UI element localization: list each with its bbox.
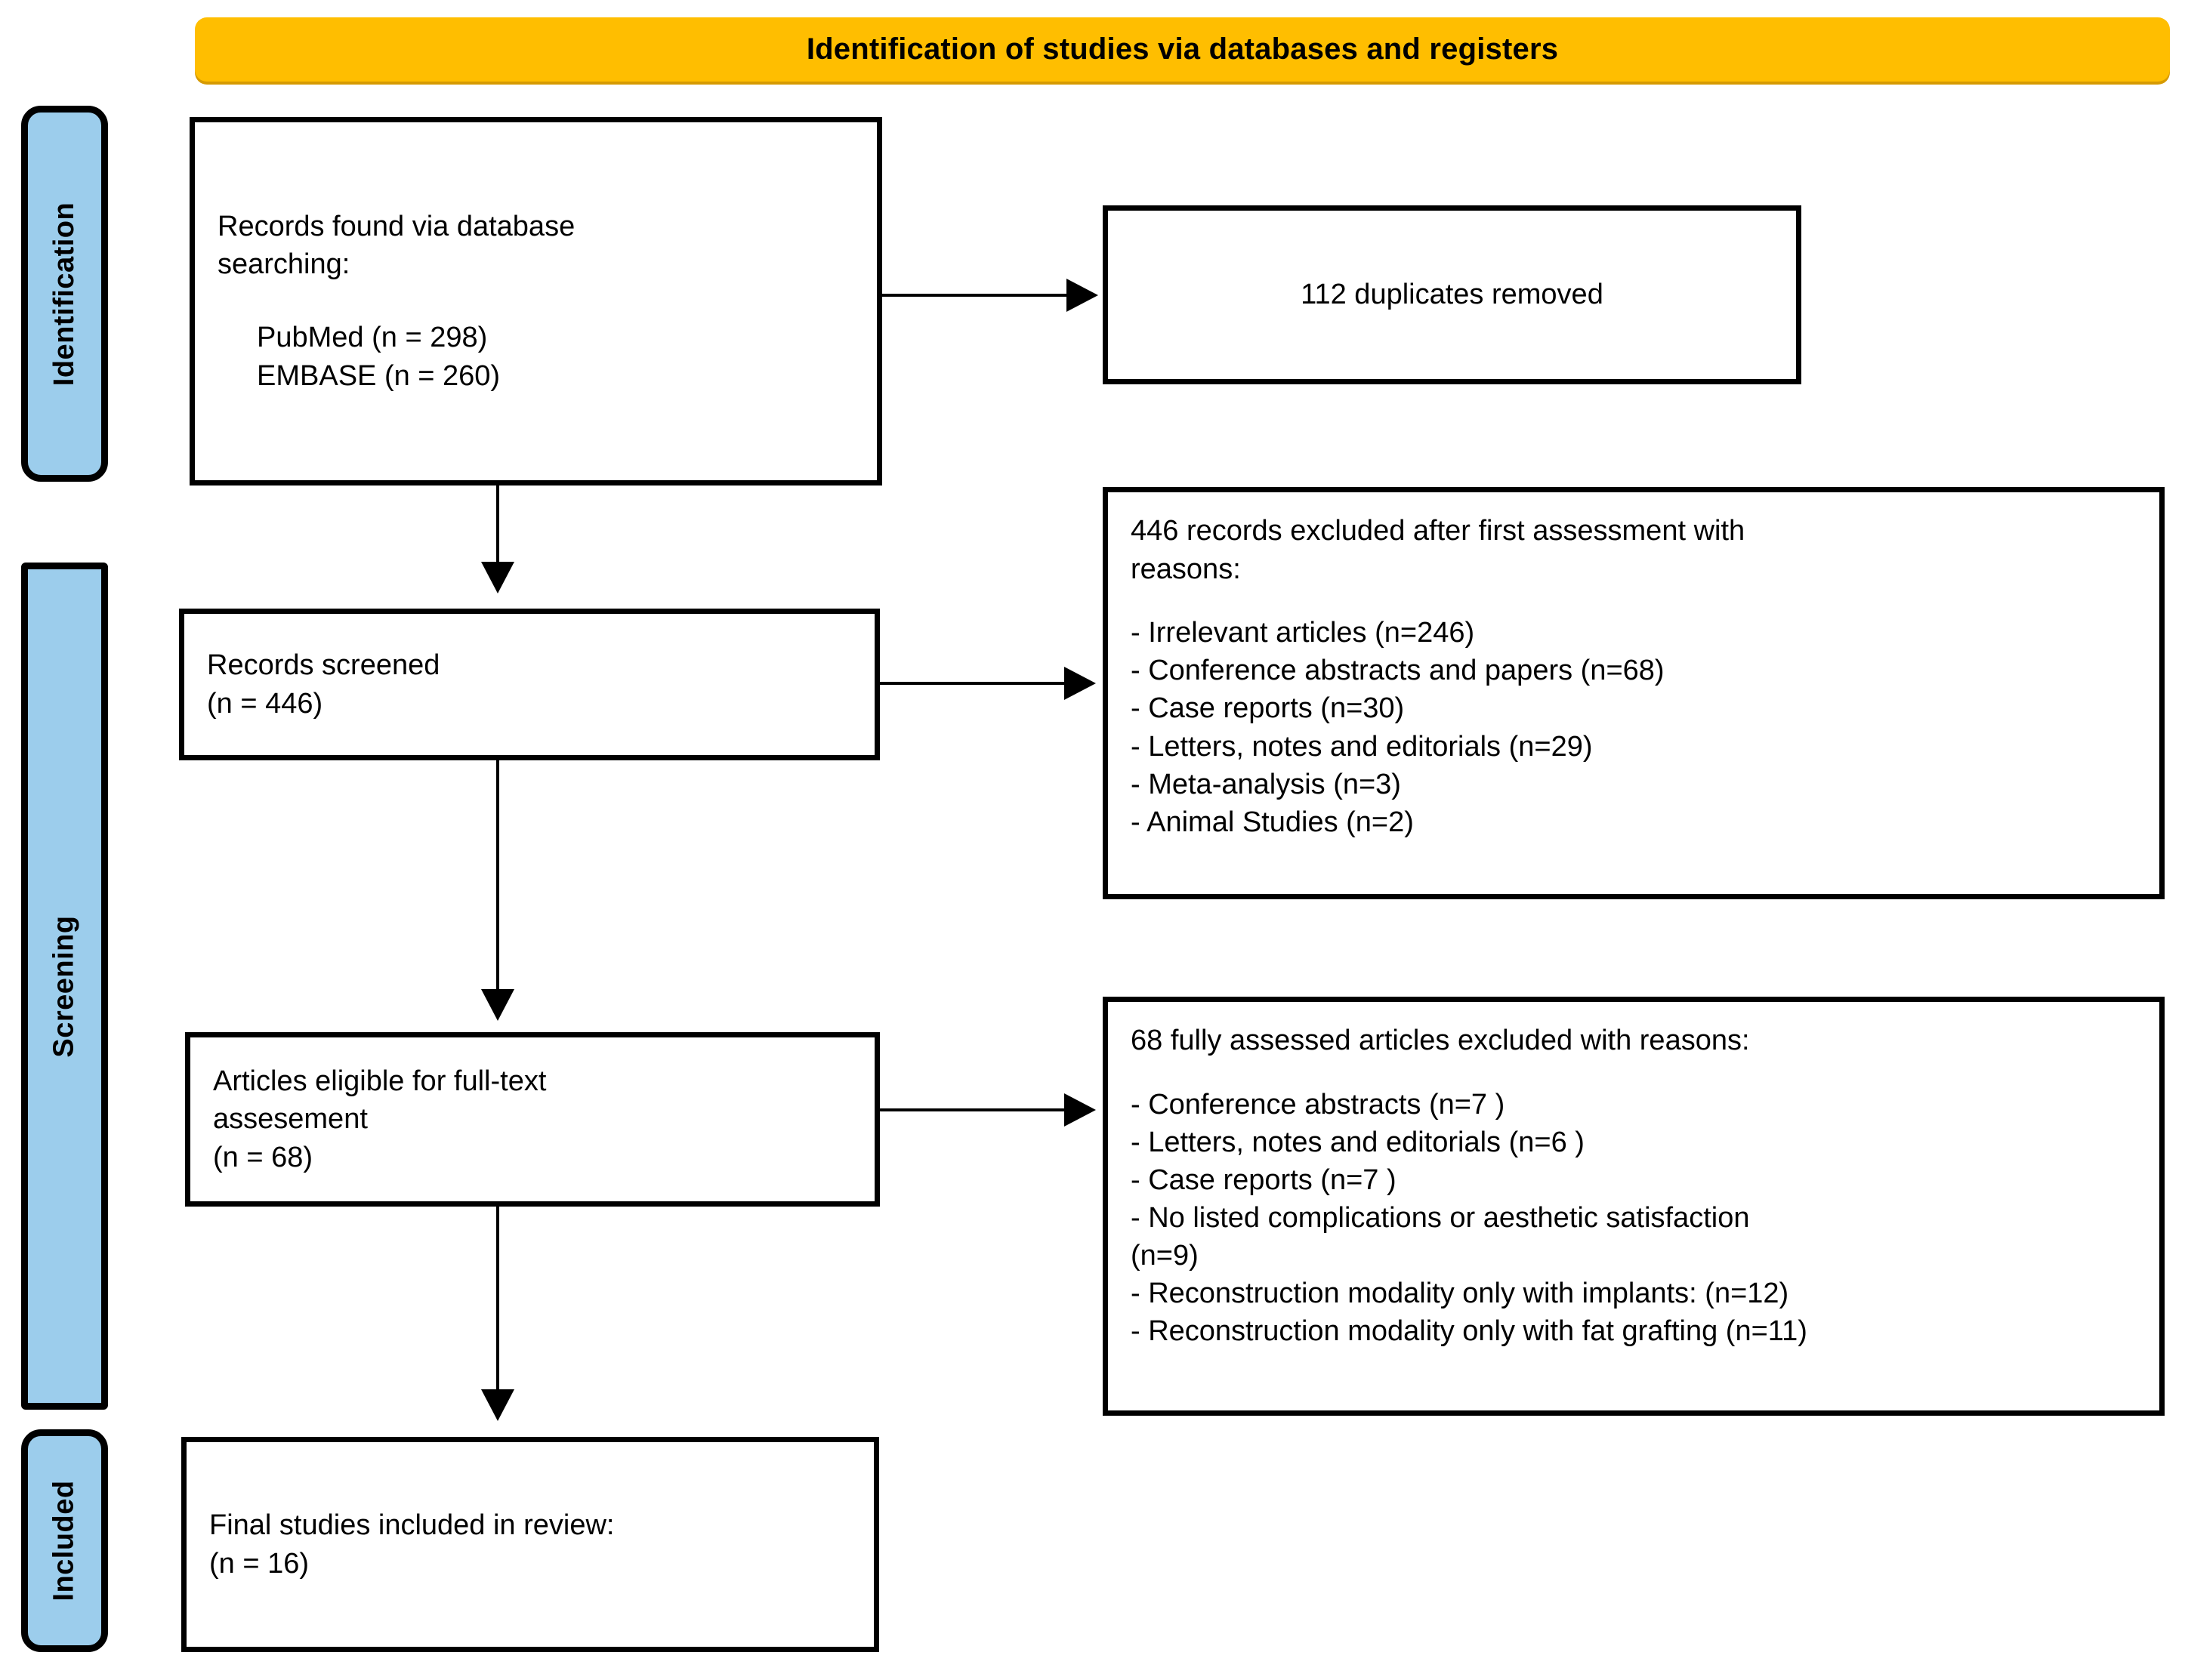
list-item: - Letters, notes and editorials (n=6 ) xyxy=(1131,1126,1585,1158)
box-final-included: Final studies included in review: (n = 1… xyxy=(181,1437,879,1652)
stage-label-identification-text: Identification xyxy=(48,202,81,386)
page-title: Identification of studies via databases … xyxy=(806,32,1559,66)
excluded-full-heading: 68 fully assessed articles excluded with… xyxy=(1131,1025,1750,1056)
connector-line-screened-to-eligible xyxy=(496,760,499,994)
eligible-line2: assesement xyxy=(213,1103,368,1136)
list-item: - Letters, notes and editorials (n=29) xyxy=(1131,730,1593,763)
stage-label-screening-text: Screening xyxy=(48,914,81,1058)
list-item: - Conference abstracts and papers (n=68) xyxy=(1131,655,1665,687)
box-excluded-full-text: 68 fully assessed articles excluded with… xyxy=(1103,997,2165,1416)
connector-line-found-to-duplicates xyxy=(882,294,1071,297)
diagram-header-banner: Identification of studies via databases … xyxy=(195,17,2170,82)
connector-arrow-eligible-to-excluded xyxy=(1064,1093,1096,1127)
list-item: - Case reports (n=7 ) xyxy=(1131,1164,1396,1196)
list-item: - Meta-analysis (n=3) xyxy=(1131,768,1401,800)
final-included-line1: Final studies included in review: xyxy=(209,1509,615,1541)
records-found-source-embase: EMBASE (n = 260) xyxy=(257,359,501,392)
list-item: - Reconstruction modality only with fat … xyxy=(1131,1315,1807,1348)
list-item: - Irrelevant articles (n=246) xyxy=(1131,617,1475,649)
connector-line-screened-to-excluded xyxy=(880,682,1069,685)
excluded-full-reasons-list: - Conference abstracts (n=7 ) - Letters,… xyxy=(1131,1086,2137,1351)
box-excluded-first-assessment: 446 records excluded after first assessm… xyxy=(1103,487,2165,899)
connector-line-eligible-to-excluded xyxy=(880,1108,1069,1111)
box-records-found: Records found via database searching: Pu… xyxy=(190,117,882,486)
excluded-first-heading-line2: reasons: xyxy=(1131,553,1241,585)
stage-label-included: Included xyxy=(21,1429,108,1652)
eligible-line3: (n = 68) xyxy=(213,1141,313,1173)
list-item: - No listed complications or aesthetic s… xyxy=(1131,1202,1750,1234)
connector-arrow-eligible-to-final xyxy=(481,1389,514,1421)
connector-arrow-screened-to-eligible xyxy=(481,989,514,1021)
connector-line-found-to-screened xyxy=(496,486,499,567)
final-included-line2: (n = 16) xyxy=(209,1547,310,1580)
excluded-first-heading-line1: 446 records excluded after first assessm… xyxy=(1131,515,1745,547)
list-item: (n=9) xyxy=(1131,1240,1199,1272)
eligible-line1: Articles eligible for full-text xyxy=(213,1065,547,1097)
excluded-first-reasons-list: - Irrelevant articles (n=246) - Conferen… xyxy=(1131,614,2137,841)
records-found-line1: Records found via database xyxy=(218,210,576,242)
stage-label-identification: Identification xyxy=(21,106,108,482)
box-records-screened: Records screened (n = 446) xyxy=(179,609,880,760)
stage-label-included-text: Included xyxy=(48,1480,81,1601)
records-found-source-pubmed: PubMed (n = 298) xyxy=(257,322,488,353)
stage-label-screening: Screening xyxy=(21,563,108,1410)
box-duplicates-removed: 112 duplicates removed xyxy=(1103,205,1801,384)
list-item: - Case reports (n=30) xyxy=(1131,692,1405,725)
list-item: - Reconstruction modality only with impl… xyxy=(1131,1278,1789,1310)
records-screened-line2: (n = 446) xyxy=(207,687,323,720)
records-found-line2: searching: xyxy=(218,248,350,281)
box-eligible-full-text: Articles eligible for full-text asseseme… xyxy=(185,1032,880,1207)
connector-arrow-found-to-screened xyxy=(481,562,514,593)
records-screened-line1: Records screened xyxy=(207,649,440,681)
connector-arrow-found-to-duplicates xyxy=(1066,279,1098,312)
list-item: - Animal Studies (n=2) xyxy=(1131,806,1414,838)
list-item: - Conference abstracts (n=7 ) xyxy=(1131,1088,1505,1121)
connector-arrow-screened-to-excluded xyxy=(1064,667,1096,700)
connector-line-eligible-to-final xyxy=(496,1207,499,1394)
duplicates-removed-text: 112 duplicates removed xyxy=(1301,279,1603,311)
